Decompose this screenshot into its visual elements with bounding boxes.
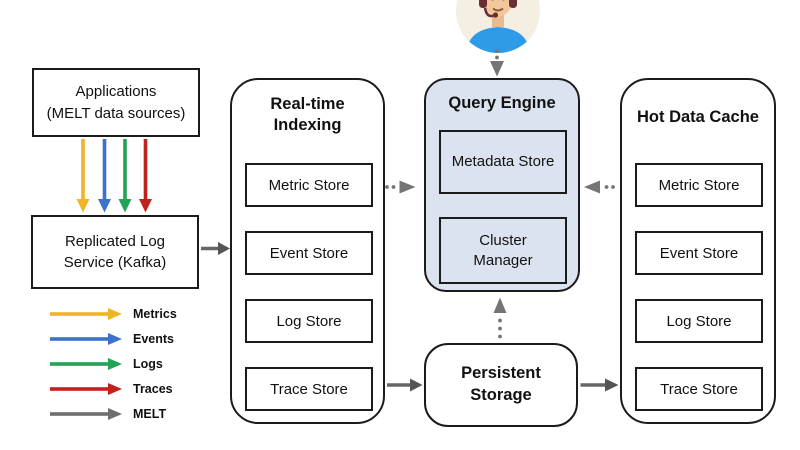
replicated-log-service-box: Replicated Log Service (Kafka) [31,215,199,289]
metrics-arrow-icon [50,307,122,320]
legend: Metrics Events Logs Traces MELT [50,301,177,426]
hdc-metric-store-box: Metric Store [635,163,763,207]
logs-arrow-icon [50,357,122,370]
avatar-svg [456,0,540,53]
legend-row-traces: Traces [50,376,177,401]
cluster-manager-box: Cluster Manager [439,217,567,284]
metrics-flow-arrow [76,139,90,213]
kafka-to-indexing-arrow [201,242,230,255]
legend-label-metrics: Metrics [133,306,177,321]
traces-arrow-icon [50,382,122,395]
rti-metric-store-box: Metric Store [245,163,373,207]
events-arrow-icon [50,332,122,345]
legend-label-traces: Traces [133,381,173,396]
hdc-trace-store-box: Trace Store [635,367,763,411]
applications-label-line2: (MELT data sources) [46,104,186,122]
legend-label-events: Events [133,331,174,346]
rti-event-store-box: Event Store [245,231,373,275]
storage-to-query-engine-arrow [493,297,507,339]
legend-row-metrics: Metrics [50,301,177,326]
persistent-storage-box: Persistent Storage [424,343,578,427]
query-engine-container: Query Engine Metadata Store Cluster Mana… [424,78,580,292]
realtime-indexing-container: Real-time Indexing Metric Store Event St… [230,78,385,424]
replicated-log-label-line2: Service (Kafka) [63,254,167,271]
hot-data-cache-container: Hot Data Cache Metric Store Event Store … [620,78,776,424]
cache-to-query-engine-arrow [584,180,615,194]
hdc-event-store-box: Event Store [635,231,763,275]
legend-label-melt: MELT [133,406,167,421]
rti-log-store-box: Log Store [245,299,373,343]
rti-trace-store-box: Trace Store [245,367,373,411]
legend-row-logs: Logs [50,351,177,376]
indexing-to-storage-arrow [387,378,423,392]
indexing-to-query-engine-arrow [385,180,416,194]
support-agent-avatar-icon [454,0,542,55]
traces-flow-arrow [139,139,152,213]
replicated-log-label-line1: Replicated Log [64,232,166,250]
query-engine-title: Query Engine [448,94,556,112]
hot-data-cache-title: Hot Data Cache [637,108,759,126]
storage-to-cache-arrow [580,378,619,392]
legend-row-melt: MELT [50,401,177,426]
legend-row-events: Events [50,326,177,351]
events-flow-arrow [98,139,111,213]
metadata-store-box: Metadata Store [439,130,567,194]
melt-arrow-icon [50,407,122,420]
hdc-log-store-box: Log Store [635,299,763,343]
applications-box: Applications (MELT data sources) [32,68,200,137]
legend-label-logs: Logs [133,356,163,371]
logs-flow-arrow [118,139,132,213]
realtime-indexing-title: Real-time Indexing [270,95,345,135]
applications-label-line1: Applications [75,83,157,101]
